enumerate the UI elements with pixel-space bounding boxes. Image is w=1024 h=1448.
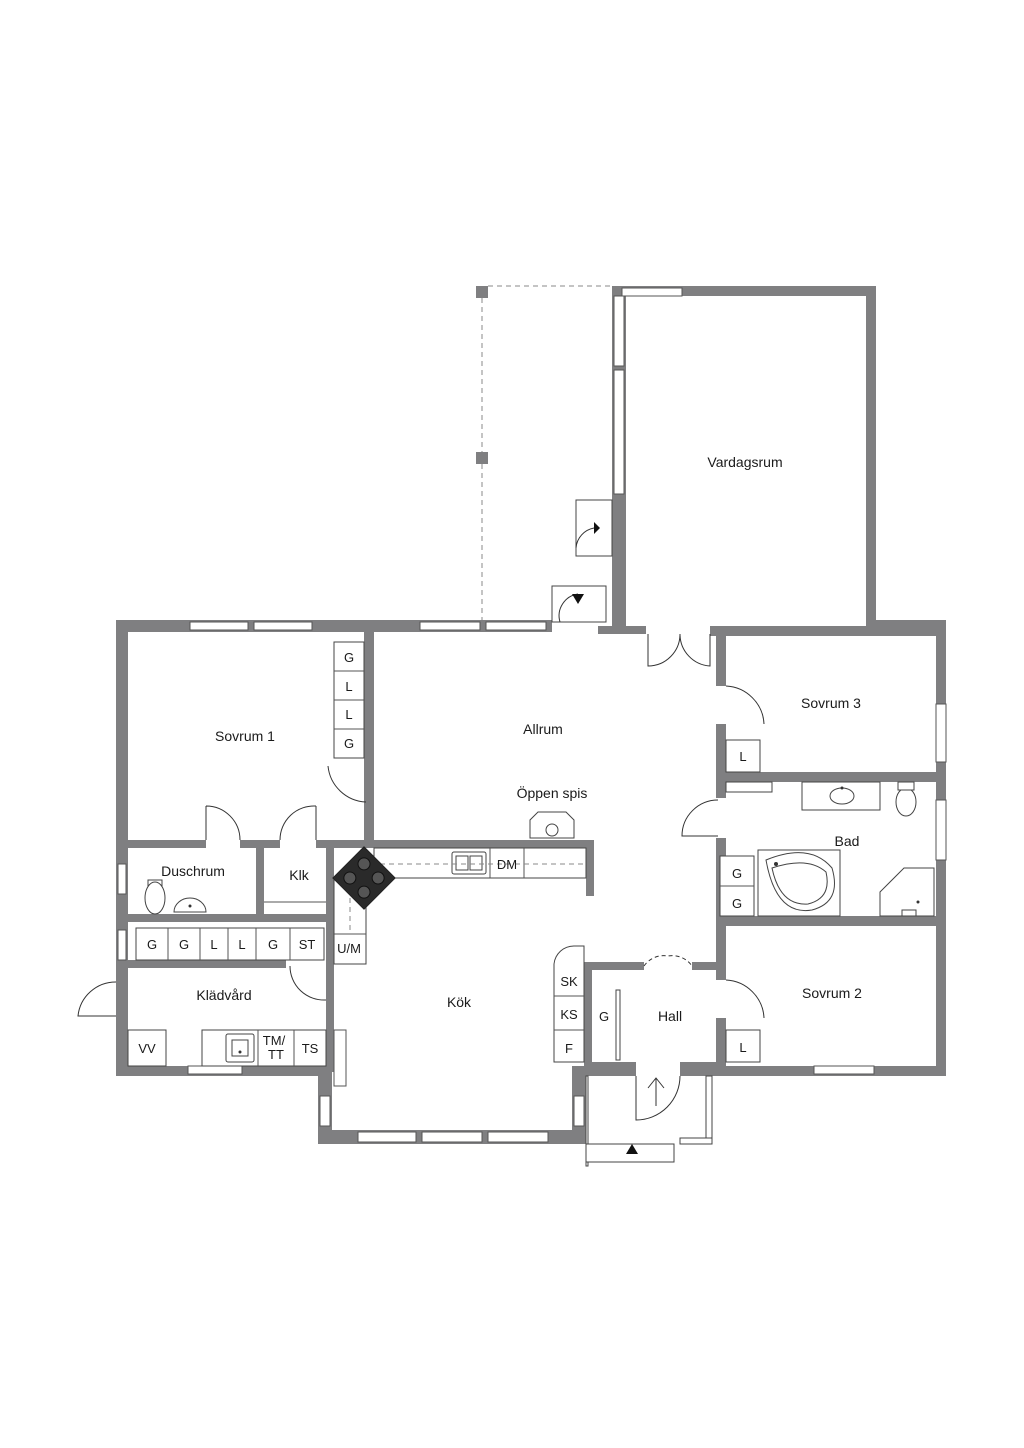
room-labels: Vardagsrum Allrum Öppen spis Sovrum 1 So…: [161, 454, 862, 1024]
code-vv: VV: [138, 1041, 156, 1056]
code-kladvard-closet: L: [210, 937, 217, 952]
fixtures: [127, 641, 935, 1067]
code-ts: TS: [302, 1041, 319, 1056]
room-label-klk: Klk: [289, 867, 309, 883]
code-kladvard-closet: G: [268, 937, 278, 952]
windows: [117, 287, 947, 1143]
room-label-bad: Bad: [835, 833, 860, 849]
room-label-kok: Kök: [447, 994, 472, 1010]
code-hall-closet: KS: [560, 1007, 578, 1022]
room-label-sovrum1: Sovrum 1: [215, 728, 275, 744]
code-dm: DM: [497, 857, 517, 872]
code-sovrum3-l: L: [739, 749, 746, 764]
code-tm-tt-top: TM/: [263, 1033, 286, 1048]
room-label-sovrum3: Sovrum 3: [801, 695, 861, 711]
walls: [116, 286, 946, 1144]
room-label-duschrum: Duschrum: [161, 863, 225, 879]
room-label-allrum: Allrum: [523, 721, 563, 737]
code-bad-closet: G: [732, 896, 742, 911]
code-kladvard-closet: G: [179, 937, 189, 952]
code-hall-closet: F: [565, 1041, 573, 1056]
code-sovrum1-closet: G: [344, 736, 354, 751]
patio-outline: [476, 285, 612, 620]
room-label-kladvard: Klädvård: [196, 987, 251, 1003]
code-hall-g: G: [599, 1009, 609, 1024]
room-label-vardagsrum: Vardagsrum: [707, 454, 782, 470]
code-sovrum1-closet: L: [345, 679, 352, 694]
code-sovrum1-closet: G: [344, 650, 354, 665]
fixture-codes: G L L G G G L L G ST VV TM/ TT TS U/M DM…: [138, 650, 746, 1062]
code-sovrum1-closet: L: [345, 707, 352, 722]
code-kladvard-closet: G: [147, 937, 157, 952]
room-label-oppen-spis: Öppen spis: [517, 784, 588, 801]
code-um: U/M: [337, 941, 361, 956]
doors: [77, 499, 765, 1167]
code-sovrum2-l: L: [739, 1040, 746, 1055]
room-label-sovrum2: Sovrum 2: [802, 985, 862, 1001]
code-bad-closet: G: [732, 866, 742, 881]
code-hall-closet: SK: [560, 974, 578, 989]
room-label-hall: Hall: [658, 1008, 682, 1024]
code-kladvard-closet: ST: [299, 937, 316, 952]
code-kladvard-closet: L: [238, 937, 245, 952]
code-tm-tt-bottom: TT: [268, 1047, 284, 1062]
